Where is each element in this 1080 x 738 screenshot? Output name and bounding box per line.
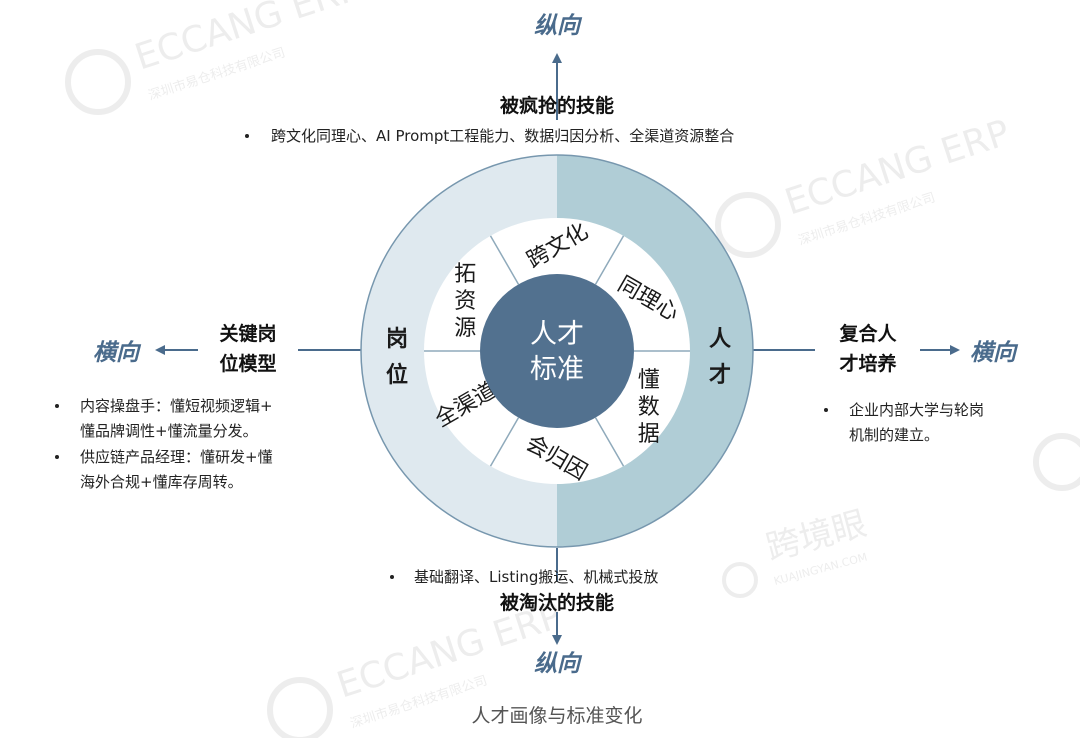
- center-label-line2: 标准: [530, 354, 584, 385]
- left-bullet-list: 内容操盘手：懂短视频逻辑+ 懂品牌调性+懂流量分发。 供应链产品经理：懂研发+懂…: [55, 397, 273, 491]
- segment-label-char: 据: [638, 422, 660, 447]
- kjy-logo-icon: [722, 562, 758, 598]
- left-bullet-2-line1: 供应链产品经理：懂研发+懂: [80, 448, 273, 466]
- segment-label: 拓资源: [454, 262, 476, 341]
- left-bullet-1-line1: 内容操盘手：懂短视频逻辑+: [80, 397, 273, 415]
- kjy-watermark: 跨境眼 KUAJINGYAN.COM: [722, 504, 871, 598]
- left-direction-label: 横向: [93, 340, 142, 366]
- left-band-char: 岗: [386, 327, 408, 352]
- right-bullet-list: 企业内部大学与轮岗 机制的建立。: [824, 401, 984, 444]
- eccang-watermark: ECCANG ERP 深圳市易仓科技有限公司: [65, 0, 365, 115]
- right-bullet-1-line2: 机制的建立。: [849, 426, 939, 444]
- left-bullet-dot: [55, 455, 59, 459]
- top-heading: 被疯抢的技能: [500, 94, 614, 117]
- right-band-label: 人 才: [709, 327, 731, 388]
- segment-divider: [594, 417, 625, 467]
- bottom-bullet-text: 基础翻译、Listing搬运、机械式投放: [414, 568, 658, 586]
- outer-ring-border: [360, 154, 754, 548]
- bottom-direction-label: 纵向: [534, 651, 583, 677]
- right-band-char: 才: [709, 362, 731, 388]
- left-bullet-1-line2: 懂品牌调性+懂流量分发。: [80, 422, 258, 440]
- eccang-logo-icon: [267, 677, 333, 738]
- top-bullet-dot: [245, 134, 249, 138]
- left-heading-line2: 位模型: [219, 352, 276, 375]
- segment-divider: [489, 417, 520, 467]
- left-bullet-dot: [55, 404, 59, 408]
- eccang-watermark: ECCANG ERP 深圳市易仓科技有限公司: [715, 112, 1015, 258]
- eccang-logo-icon: [715, 192, 781, 258]
- segment-divider: [489, 235, 520, 285]
- bottom-heading: 被淘汰的技能: [500, 591, 614, 614]
- right-direction-label: 横向: [970, 340, 1019, 366]
- right-heading-line2: 才培养: [839, 352, 896, 375]
- segment-label-char: 懂: [638, 368, 660, 393]
- segment-label-char: 资: [454, 289, 476, 314]
- center-disk: [480, 274, 634, 428]
- segment-label: 懂数据: [638, 368, 660, 447]
- segment-label-char: 数: [638, 395, 660, 420]
- top-bullet-text: 跨文化同理心、AI Prompt工程能力、数据归因分析、全渠道资源整合: [271, 127, 734, 145]
- segment-dividers: [424, 235, 690, 467]
- eccang-watermark: [1033, 433, 1080, 491]
- left-band-char: 位: [386, 362, 408, 388]
- caption: 人才画像与标准变化: [471, 705, 642, 727]
- right-band-char: 人: [709, 327, 731, 352]
- right-bullet-1-line1: 企业内部大学与轮岗: [849, 401, 984, 419]
- right-heading-line1: 复合人: [838, 322, 897, 345]
- top-direction-label: 纵向: [534, 13, 583, 39]
- left-bullet-2-line2: 海外合规+懂库存周转。: [80, 473, 243, 491]
- segment-divider: [594, 235, 625, 285]
- eccang-logo-icon: [65, 49, 131, 115]
- eccang-logo-icon: [1033, 433, 1080, 491]
- left-band-label: 岗 位: [386, 327, 408, 388]
- left-heading-line1: 关键岗: [219, 322, 276, 345]
- right-bullet-dot: [824, 408, 828, 412]
- segment-label-char: 源: [454, 316, 476, 341]
- bottom-bullet-dot: [390, 575, 394, 579]
- segment-label-char: 拓: [454, 262, 476, 287]
- center-label-line1: 人才: [530, 319, 584, 350]
